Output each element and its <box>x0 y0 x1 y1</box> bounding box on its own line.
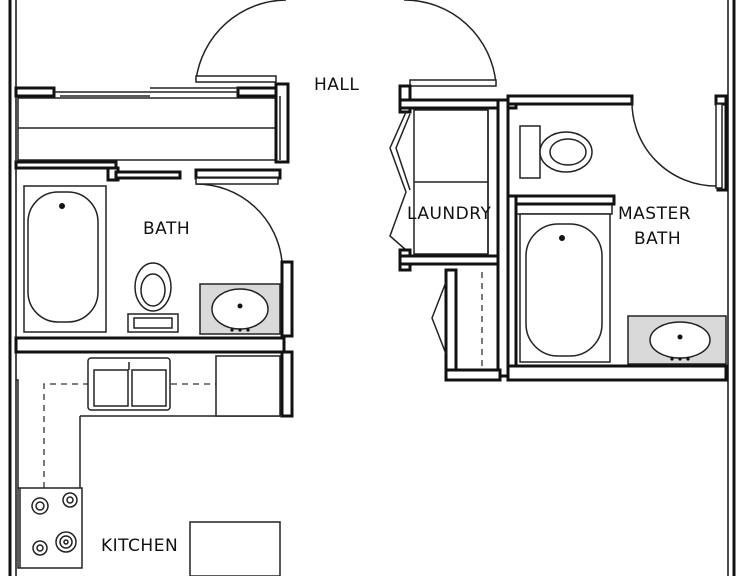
room-label-hall: HALL <box>314 75 359 95</box>
master-bath <box>506 94 728 382</box>
laundry <box>389 84 518 382</box>
kitchen-counters <box>16 350 294 488</box>
dishwasher <box>215 355 281 417</box>
vanity-sink-master <box>627 315 727 365</box>
hall-doors <box>195 0 497 87</box>
toilet-left <box>127 262 179 333</box>
bathroom <box>14 177 294 354</box>
room-label-kitchen: KITCHEN <box>101 536 178 556</box>
room-label-laundry: LAUNDRY <box>407 204 491 224</box>
exterior-walls <box>8 0 736 576</box>
kitchen-sink <box>87 357 171 411</box>
closet <box>14 82 290 182</box>
room-label-master-bath-line2: BATH <box>634 229 681 249</box>
kitchen-island <box>189 521 281 576</box>
toilet-master <box>519 125 593 179</box>
room-label-master-bath-line1: MASTER <box>618 204 691 224</box>
vanity-sink-left <box>199 283 281 335</box>
stove <box>17 487 83 569</box>
room-label-bath: BATH <box>143 219 190 239</box>
